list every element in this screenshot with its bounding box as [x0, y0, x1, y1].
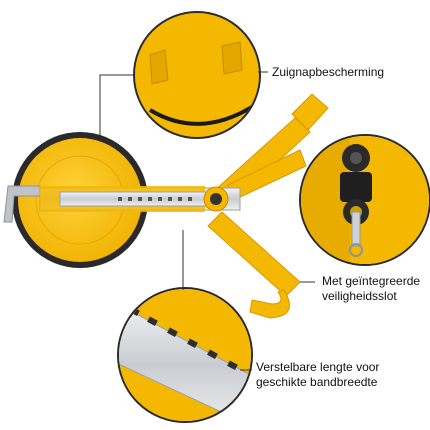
callout-lock-line-2: veiligheidsslot: [322, 289, 397, 303]
callout-adjustable-line-1: Verstelbare lengte voor: [256, 360, 380, 374]
callout-suction-pad: Zuignapbescherming: [272, 65, 384, 80]
lock-body: [340, 172, 372, 202]
key: [351, 211, 361, 247]
zoom-adjustable-bar: [117, 287, 253, 423]
lower-arm-hook: [249, 289, 291, 319]
callout-lock-line-1: Met geïntegreerde: [322, 274, 421, 288]
leader-lines: [99, 71, 315, 371]
callout-lock: Met geïntegreerde veiligheidsslot: [322, 274, 420, 304]
callout-adjustable-line-2: geschikte bandbreedte: [256, 375, 378, 389]
upper-arm-bend: [291, 93, 329, 131]
callout-adjustable: Verstelbare lengte voor geschikte bandbr…: [256, 360, 379, 390]
zoom-lock: [299, 134, 430, 266]
main-clamp: [3, 93, 329, 319]
callout-suction-pad-text: Zuignapbescherming: [272, 65, 385, 79]
bar-holes: [118, 197, 192, 201]
lower-arm: [207, 211, 301, 297]
